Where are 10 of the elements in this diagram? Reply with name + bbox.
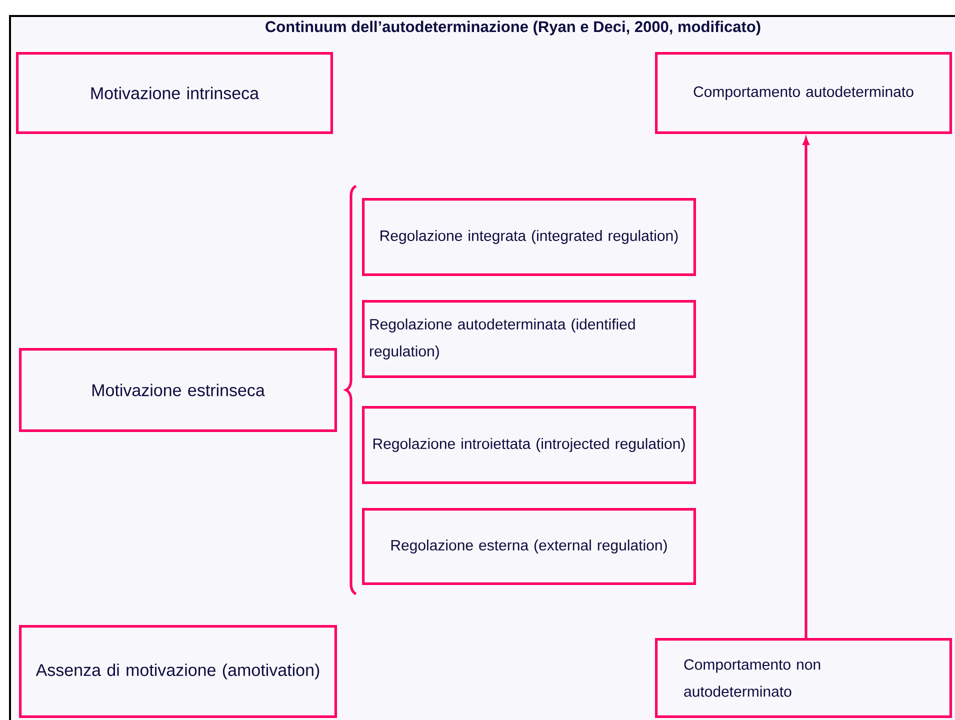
text-box: Motivazione estrinseca — [19, 348, 337, 432]
text-box: Comportamento non autodeterminato — [655, 638, 952, 718]
text-box: Assenza di motivazione (amotivation) — [19, 625, 337, 718]
text-box: Regolazione introiettata (introjected regulation) — [362, 406, 696, 484]
text-box: Regolazione esterna (external regulation) — [362, 508, 696, 585]
text-box: Comportamento autodeterminato — [655, 52, 952, 134]
text-box: Regolazione integrata (integrated regulation) — [362, 198, 696, 276]
title: Continuum dell’autodeterminazione (Ryan e Deci, 2000, modificato) — [266, 20, 760, 36]
text-box: Motivazione intrinseca — [16, 52, 333, 134]
text-box: Regolazione autodeterminata (identified regulation) — [362, 300, 696, 378]
